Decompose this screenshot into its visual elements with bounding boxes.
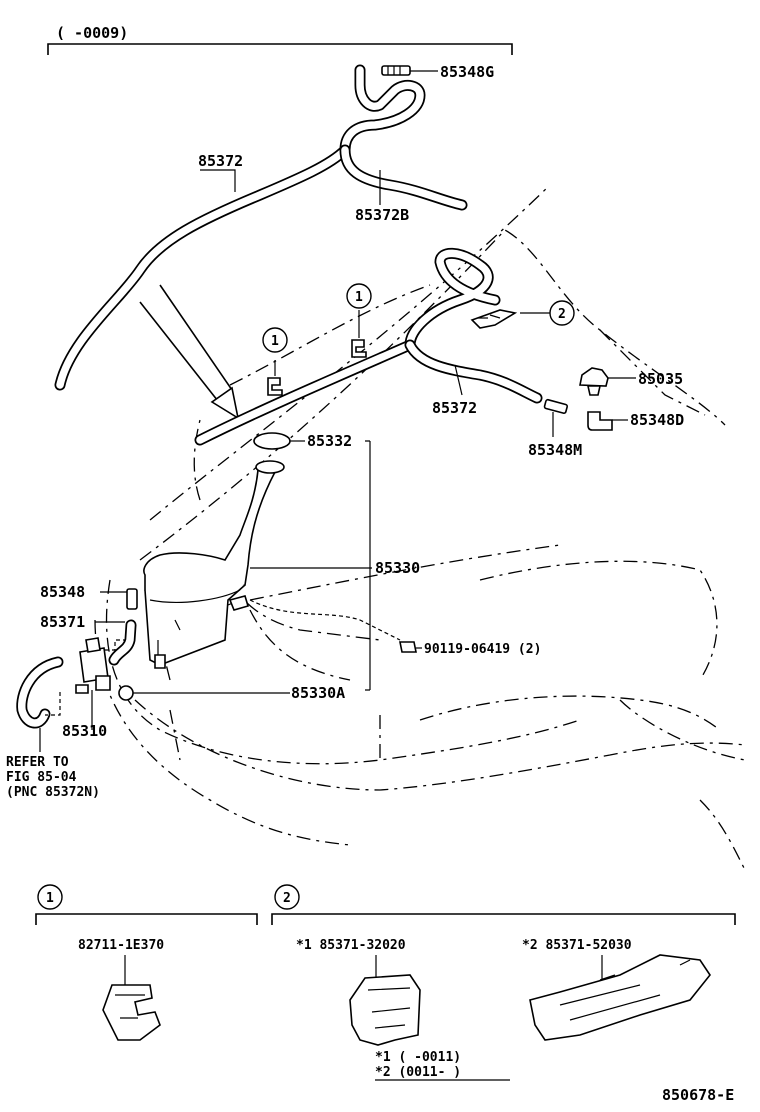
refer-line3: (PNC 85372N) — [6, 785, 100, 800]
label-85348G: 85348G — [440, 63, 494, 81]
detail-2-note2: *2 (0011- ) — [375, 1065, 461, 1080]
nozzle-85035 — [579, 367, 636, 396]
hose-85372-upper — [54, 64, 468, 391]
group-bracket — [365, 440, 371, 691]
hose-85371 — [95, 619, 137, 666]
label-85310: 85310 — [62, 722, 107, 740]
connector-85348D — [587, 411, 628, 431]
screw-90119 — [399, 641, 422, 653]
label-90119: 90119-06419 (2) — [424, 642, 541, 657]
tank-85330 — [143, 460, 372, 669]
callout-2: 2 — [558, 307, 566, 322]
clip-2 — [470, 300, 575, 329]
detail-2-panel — [271, 884, 736, 1046]
location-arrow — [139, 284, 240, 420]
label-85372-mid: 85372 — [432, 399, 477, 417]
header-range-text: ( -0009) — [56, 24, 128, 42]
label-85332: 85332 — [307, 432, 352, 450]
hose-reference — [16, 656, 64, 752]
hose-85372-lower — [194, 247, 543, 446]
detail-2-note1: *1 ( -0011) — [375, 1050, 461, 1065]
vehicle-body-outline — [94, 184, 746, 871]
callout-1-b: 1 — [355, 290, 363, 305]
tank-dash-link — [249, 599, 401, 641]
detail-1-number: 1 — [46, 891, 54, 906]
detail-2-part-b: *2 85371-52030 — [522, 938, 632, 953]
pump-85310 — [75, 637, 111, 730]
header-range-bracket — [47, 43, 513, 55]
label-85330: 85330 — [375, 559, 420, 577]
clip-1-b — [346, 283, 372, 358]
label-85348M: 85348M — [528, 441, 582, 459]
label-85330A: 85330A — [291, 684, 345, 702]
label-85348: 85348 — [40, 583, 85, 601]
leader-85372-top — [200, 169, 236, 192]
detail-1-panel — [35, 884, 258, 1041]
callout-1-a: 1 — [271, 334, 279, 349]
figure-id: 850678-E — [662, 1086, 734, 1104]
detail-2-number: 2 — [283, 891, 291, 906]
connector-85348M — [543, 398, 569, 437]
label-85371: 85371 — [40, 613, 85, 631]
label-85372B: 85372B — [355, 206, 409, 224]
clip-1-a — [262, 327, 288, 396]
detail-1-part: 82711-1E370 — [78, 938, 164, 953]
cap-85332 — [253, 432, 305, 450]
connector-85348G — [381, 65, 438, 76]
leader-85372-mid — [454, 364, 463, 396]
refer-line2: FIG 85-04 — [6, 770, 77, 785]
detail-2-part-a: *1 85371-32020 — [296, 938, 406, 953]
connector-85348-pump — [100, 588, 138, 610]
label-85348D: 85348D — [630, 411, 684, 429]
refer-line1: REFER TO — [6, 755, 69, 770]
pump-dash-link — [105, 639, 125, 651]
grommet-85330A — [118, 685, 290, 701]
label-85372-top: 85372 — [198, 152, 243, 170]
label-85035: 85035 — [638, 370, 683, 388]
